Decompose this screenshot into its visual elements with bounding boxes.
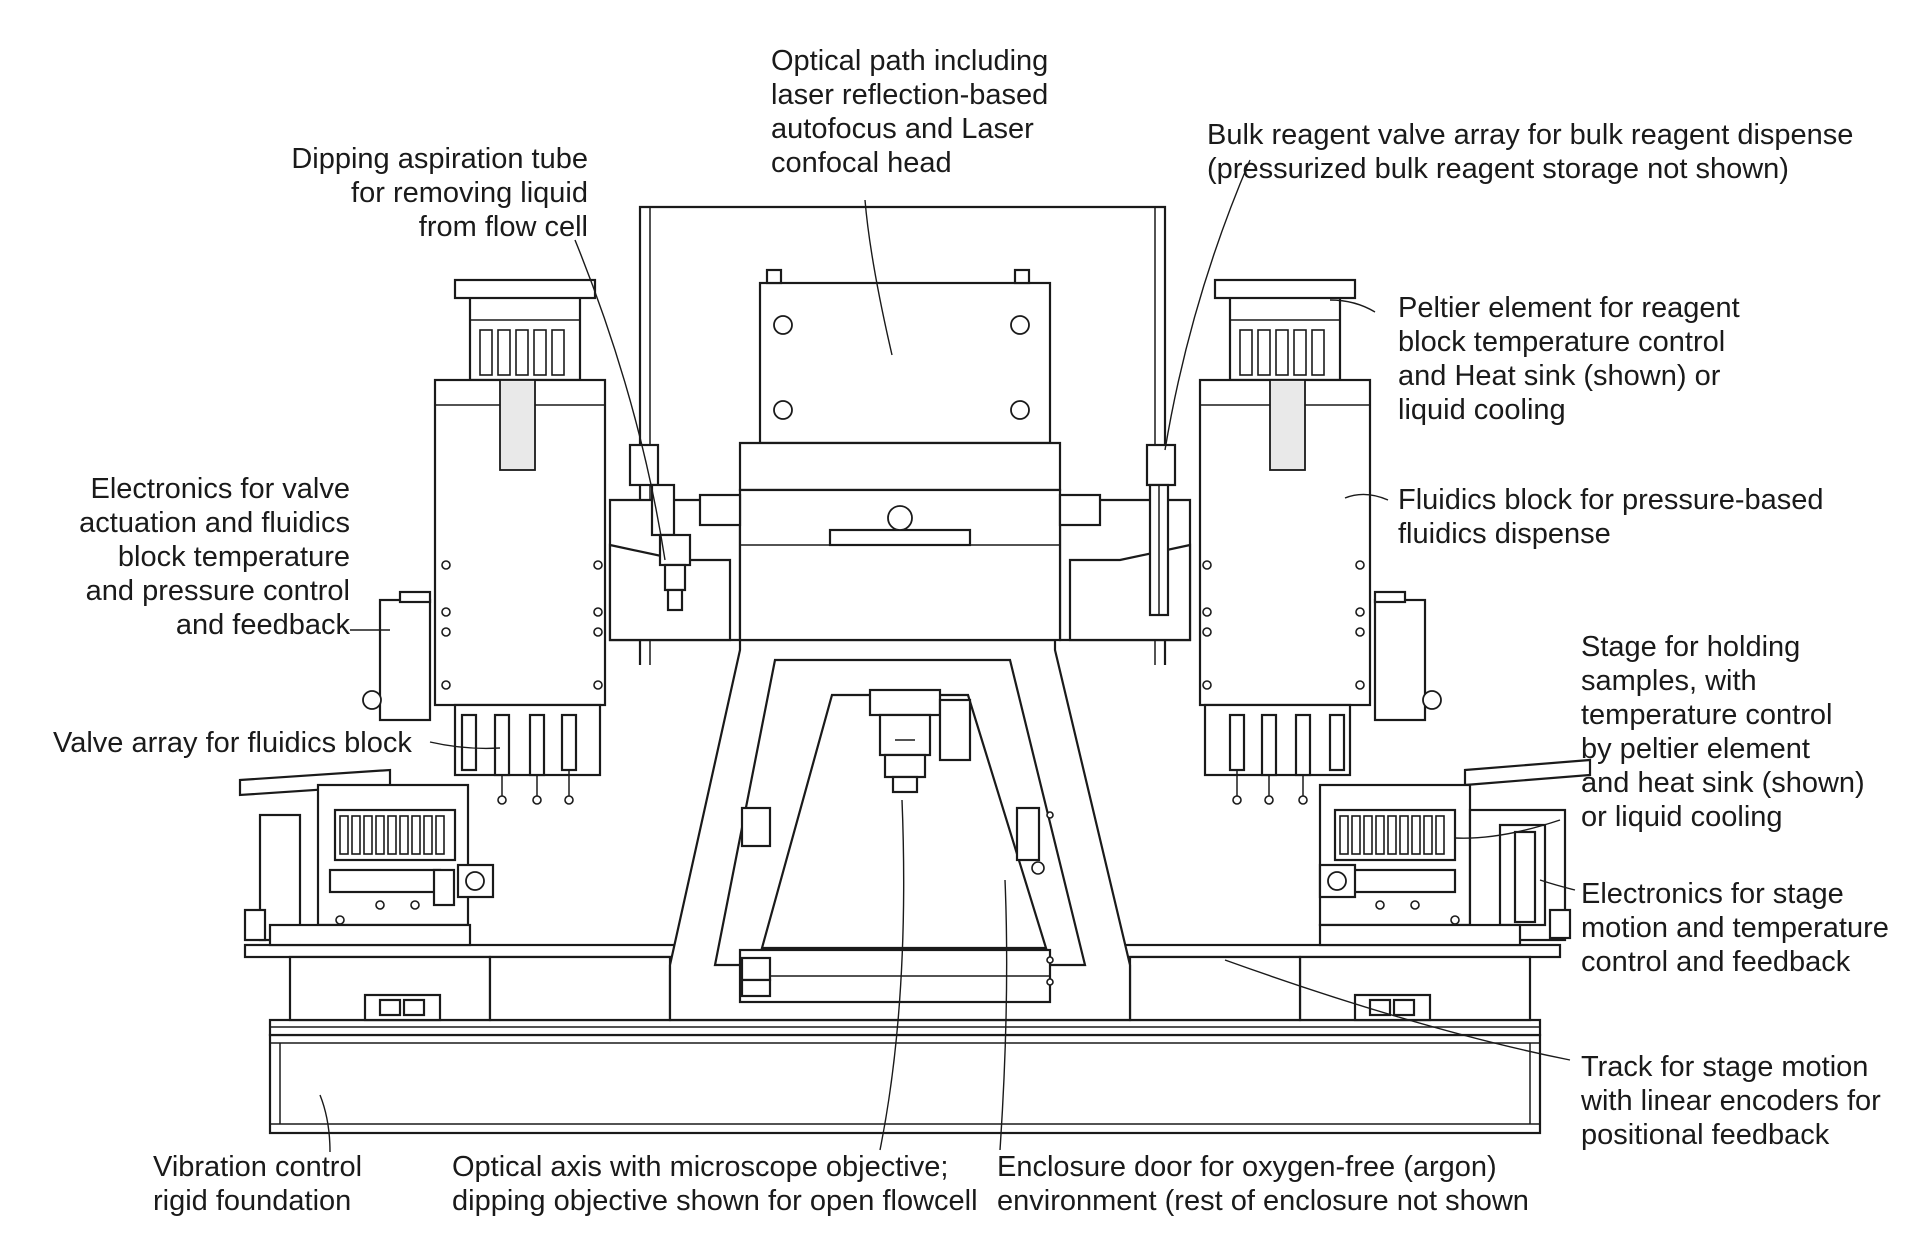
microscope-objective — [868, 688, 972, 794]
left-heat-sink — [453, 278, 597, 382]
label-stage-holding-line: or liquid cooling — [1581, 801, 1783, 833]
right-fluidics-block — [1198, 378, 1372, 707]
label-electronics-stage-line: Electronics for stage — [1581, 878, 1844, 910]
label-electronics-stage-line: control and feedback — [1581, 946, 1851, 978]
label-stage-holding-line: by peltier element — [1581, 733, 1810, 765]
label-vibration-line: Vibration control — [153, 1151, 362, 1183]
enclosure-door — [738, 806, 1054, 1004]
label-valve-array-line: Valve array for fluidics block — [53, 727, 412, 759]
leader-dipping-tube — [574, 239, 666, 561]
track-rail — [243, 943, 1562, 1037]
label-optical-axis-line: dipping objective shown for open flowcel… — [452, 1185, 978, 1217]
label-stage-holding-line: temperature control — [1581, 699, 1832, 731]
label-stage-holding-line: and heat sink (shown) — [1581, 767, 1865, 799]
label-peltier-reagent-line: liquid cooling — [1398, 394, 1566, 426]
leader-lines — [319, 159, 1576, 1153]
label-enclosure-line: environment (rest of enclosure not shown — [997, 1185, 1529, 1217]
label-vibration-line: rigid foundation — [153, 1185, 351, 1217]
leader-optical-path — [864, 199, 893, 356]
label-stage-holding-line: Stage for holding — [1581, 631, 1800, 663]
leader-valve-array — [429, 741, 501, 750]
label-electronics-valve-line: Electronics for valve — [91, 473, 351, 505]
leader-stage-holding — [1454, 819, 1561, 839]
label-dipping-tube-line: for removing liquid — [351, 177, 588, 209]
label-stage-holding-line: samples, with — [1581, 665, 1757, 697]
right-heat-sink — [1213, 278, 1357, 382]
confocal-head — [738, 268, 1062, 492]
left-bulk-valve — [628, 443, 692, 612]
label-peltier-reagent-line: Peltier element for reagent — [1398, 292, 1740, 324]
foundation — [268, 1033, 1542, 1135]
label-bulk-reagent-line: Bulk reagent valve array for bulk reagen… — [1207, 119, 1853, 151]
leader-vibration — [319, 1094, 331, 1153]
label-optical-axis-line: Optical axis with microscope objective; — [452, 1151, 948, 1183]
label-optical-path-line: autofocus and Laser — [771, 113, 1034, 145]
leader-optical-axis — [879, 799, 905, 1151]
label-electronics-valve-line: block temperature — [118, 541, 350, 573]
left-fluidics-block — [433, 378, 607, 707]
label-track-line: Track for stage motion — [1581, 1051, 1868, 1083]
leader-track — [1224, 959, 1571, 1061]
label-enclosure: Enclosure door for oxygen-free (argon)en… — [997, 1151, 1529, 1217]
left-valve-array — [453, 703, 602, 805]
label-enclosure-line: Enclosure door for oxygen-free (argon) — [997, 1151, 1497, 1183]
label-peltier-reagent-line: and Heat sink (shown) or — [1398, 360, 1721, 392]
label-dipping-tube-line: from flow cell — [419, 211, 588, 243]
right-electronics — [1373, 590, 1442, 722]
label-bulk-reagent-line: (pressurized bulk reagent storage not sh… — [1207, 153, 1789, 185]
leader-bulk-reagent — [1164, 159, 1251, 451]
leader-electronics-stage — [1539, 879, 1576, 891]
label-optical-path-line: Optical path including — [771, 45, 1048, 77]
left-electronics — [362, 590, 432, 722]
linear-encoder-left — [363, 993, 442, 1022]
label-electronics-valve-line: actuation and fluidics — [79, 507, 350, 539]
label-electronics-valve-line: and pressure control — [86, 575, 350, 607]
label-electronics-stage-line: motion and temperature — [1581, 912, 1889, 944]
label-optical-axis: Optical axis with microscope objective;d… — [452, 1151, 978, 1217]
label-optical-path-line: confocal head — [771, 147, 952, 179]
right-bulk-valve — [1145, 443, 1177, 617]
leader-peltier — [1329, 299, 1376, 313]
right-stage — [1318, 758, 1592, 947]
leader-enclosure — [999, 879, 1008, 1151]
autofocus-block — [698, 488, 1102, 642]
label-peltier-reagent-line: block temperature control — [1398, 326, 1725, 358]
label-electronics-valve-line: and feedback — [176, 609, 351, 641]
center-frame — [668, 638, 1132, 1022]
label-fluidics-block-line: Fluidics block for pressure-based — [1398, 484, 1824, 516]
label-track-line: with linear encoders for — [1580, 1085, 1881, 1117]
left-stage — [238, 768, 495, 947]
label-fluidics-block-line: fluidics dispense — [1398, 518, 1611, 550]
right-valve-array — [1203, 703, 1352, 805]
label-optical-path-line: laser reflection-based — [771, 79, 1048, 111]
label-track-line: positional feedback — [1581, 1119, 1830, 1151]
label-valve-array: Valve array for fluidics block — [53, 727, 412, 759]
leader-fluidics-block — [1344, 493, 1389, 501]
label-bulk-reagent: Bulk reagent valve array for bulk reagen… — [1207, 119, 1853, 185]
label-dipping-tube-line: Dipping aspiration tube — [291, 143, 588, 175]
